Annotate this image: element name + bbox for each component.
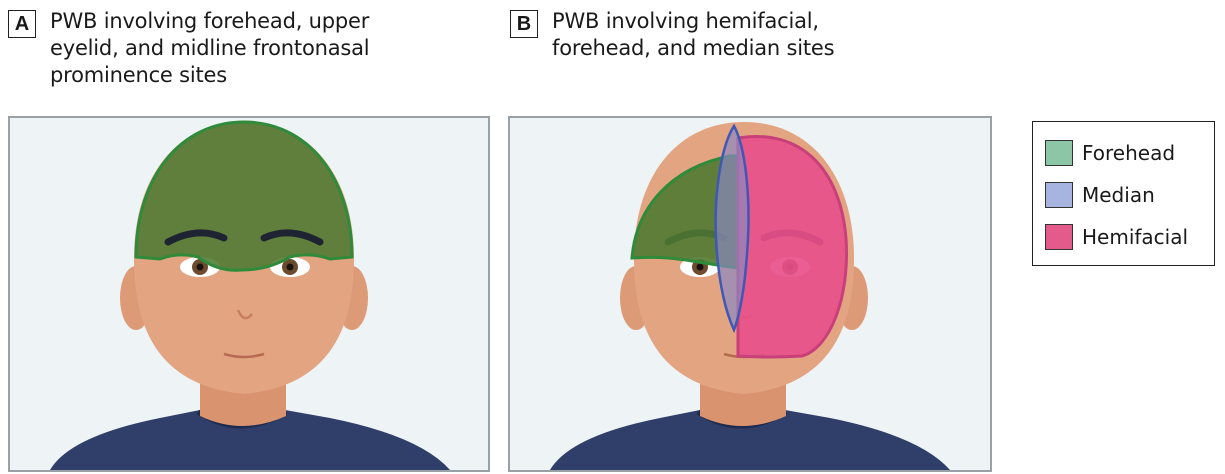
legend-item-median: Median	[1045, 174, 1214, 216]
panel-b-title: PWB involving hemifacial, forehead, and …	[552, 8, 834, 62]
panel-a-title-line-2: eyelid, and midline frontonasal	[50, 35, 369, 62]
legend-label: Median	[1082, 183, 1155, 207]
legend: Forehead Median Hemifacial	[1032, 121, 1215, 266]
panel-b-header: B PWB involving hemifacial, forehead, an…	[510, 8, 834, 62]
median-swatch	[1045, 182, 1073, 208]
panel-a-header: A PWB involving forehead, upper eyelid, …	[8, 8, 369, 89]
legend-label: Forehead	[1082, 141, 1175, 165]
left-pupil	[197, 264, 204, 271]
panel-b-illustration	[508, 116, 992, 472]
legend-item-hemifacial: Hemifacial	[1045, 216, 1214, 258]
legend-item-forehead: Forehead	[1045, 132, 1214, 174]
panel-b-letter: B	[510, 10, 538, 38]
forehead-swatch	[1045, 140, 1073, 166]
panel-a-title: PWB involving forehead, upper eyelid, an…	[50, 8, 369, 89]
panel-a-title-line-1: PWB involving forehead, upper	[50, 8, 369, 35]
panel-b-title-line-1: PWB involving hemifacial,	[552, 8, 834, 35]
panel-a-title-line-3: prominence sites	[50, 62, 369, 89]
right-pupil	[287, 264, 294, 271]
legend-label: Hemifacial	[1082, 225, 1188, 249]
panel-b-face-svg	[510, 118, 990, 470]
panel-a-face-svg	[10, 118, 488, 470]
panel-a-illustration	[8, 116, 490, 472]
left-pupil	[697, 264, 704, 271]
panel-b-title-line-2: forehead, and median sites	[552, 35, 834, 62]
panel-a-letter: A	[8, 10, 36, 38]
hemifacial-swatch	[1045, 224, 1073, 250]
forehead-region	[136, 122, 352, 270]
